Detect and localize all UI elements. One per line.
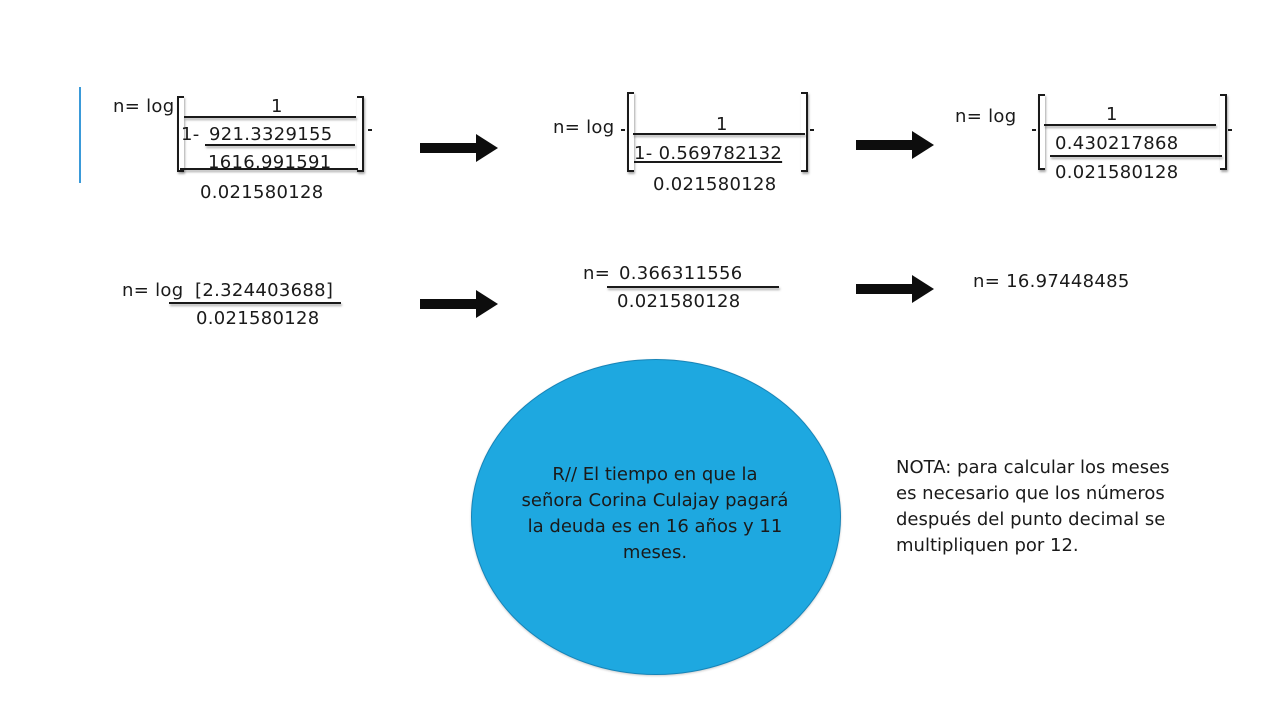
arrow-right-icon: [420, 290, 498, 318]
note-text: NOTA: para calcular los meses es necesar…: [896, 457, 1170, 556]
step-1-inner-fraction-line: [205, 144, 355, 146]
step-3-left-bracket: [1038, 94, 1045, 170]
step-4-denominator: 0.021580128: [196, 308, 320, 329]
step-3-right-bracket: [1220, 94, 1227, 170]
step-5-prefix: n=: [583, 263, 617, 284]
step-4-fraction-line: [169, 302, 341, 304]
step-3-fraction-line: [1044, 124, 1216, 126]
step-6-result: n= 16.97448485: [973, 271, 1130, 292]
step-3-tick-left: [1032, 129, 1036, 131]
step-5-denominator: 0.021580128: [617, 291, 741, 312]
step-1-inner-bottom: 1616.991591: [208, 152, 332, 173]
arrow-right-icon: [856, 275, 934, 303]
step-2-prefix: n= log: [553, 117, 615, 138]
step-1-inner-top: 921.3329155: [209, 124, 333, 145]
arrow-right-icon: [420, 134, 498, 162]
step-3-inner-line: [1050, 155, 1222, 157]
step-3-inner: 0.430217868: [1055, 133, 1179, 154]
step-3-tick-right: [1228, 129, 1232, 131]
step-2-tick-right: [810, 129, 814, 131]
step-1-inner-prefix: 1-: [181, 124, 206, 145]
step-1-numerator: 1: [271, 96, 283, 117]
step-4-prefix: n= log: [122, 280, 190, 301]
step-3-numerator: 1: [1106, 104, 1118, 125]
step-1-bottom-line: [180, 168, 358, 170]
accent-bar: [79, 87, 81, 183]
step-3-prefix: n= log: [955, 106, 1017, 127]
step-1-main-fraction-line: [184, 116, 356, 118]
step-2-left-bracket: [627, 92, 634, 172]
step-2-tick-left: [621, 129, 625, 131]
step-5-numerator: 0.366311556: [619, 263, 743, 284]
arrow-right-icon: [856, 131, 934, 159]
step-1-left-bracket: [177, 96, 184, 172]
answer-text: R// El tiempo en que la señora Corina Cu…: [521, 464, 789, 563]
answer-circle: [471, 359, 841, 675]
step-5-fraction-line: [607, 286, 779, 288]
step-2-inner: 1- 0.569782132: [634, 143, 783, 164]
step-3-denominator: 0.021580128: [1055, 162, 1179, 183]
step-2-fraction-line: [633, 133, 805, 135]
step-2-right-bracket: [801, 92, 808, 172]
step-1-prefix: n= log: [113, 96, 175, 117]
step-1-tick: [368, 129, 372, 131]
step-2-numerator: 1: [716, 114, 728, 135]
step-4-value: [2.324403688]: [195, 280, 334, 301]
step-1-denominator: 0.021580128: [200, 182, 324, 203]
step-2-denominator: 0.021580128: [653, 174, 777, 195]
step-1-right-bracket: [357, 96, 364, 172]
